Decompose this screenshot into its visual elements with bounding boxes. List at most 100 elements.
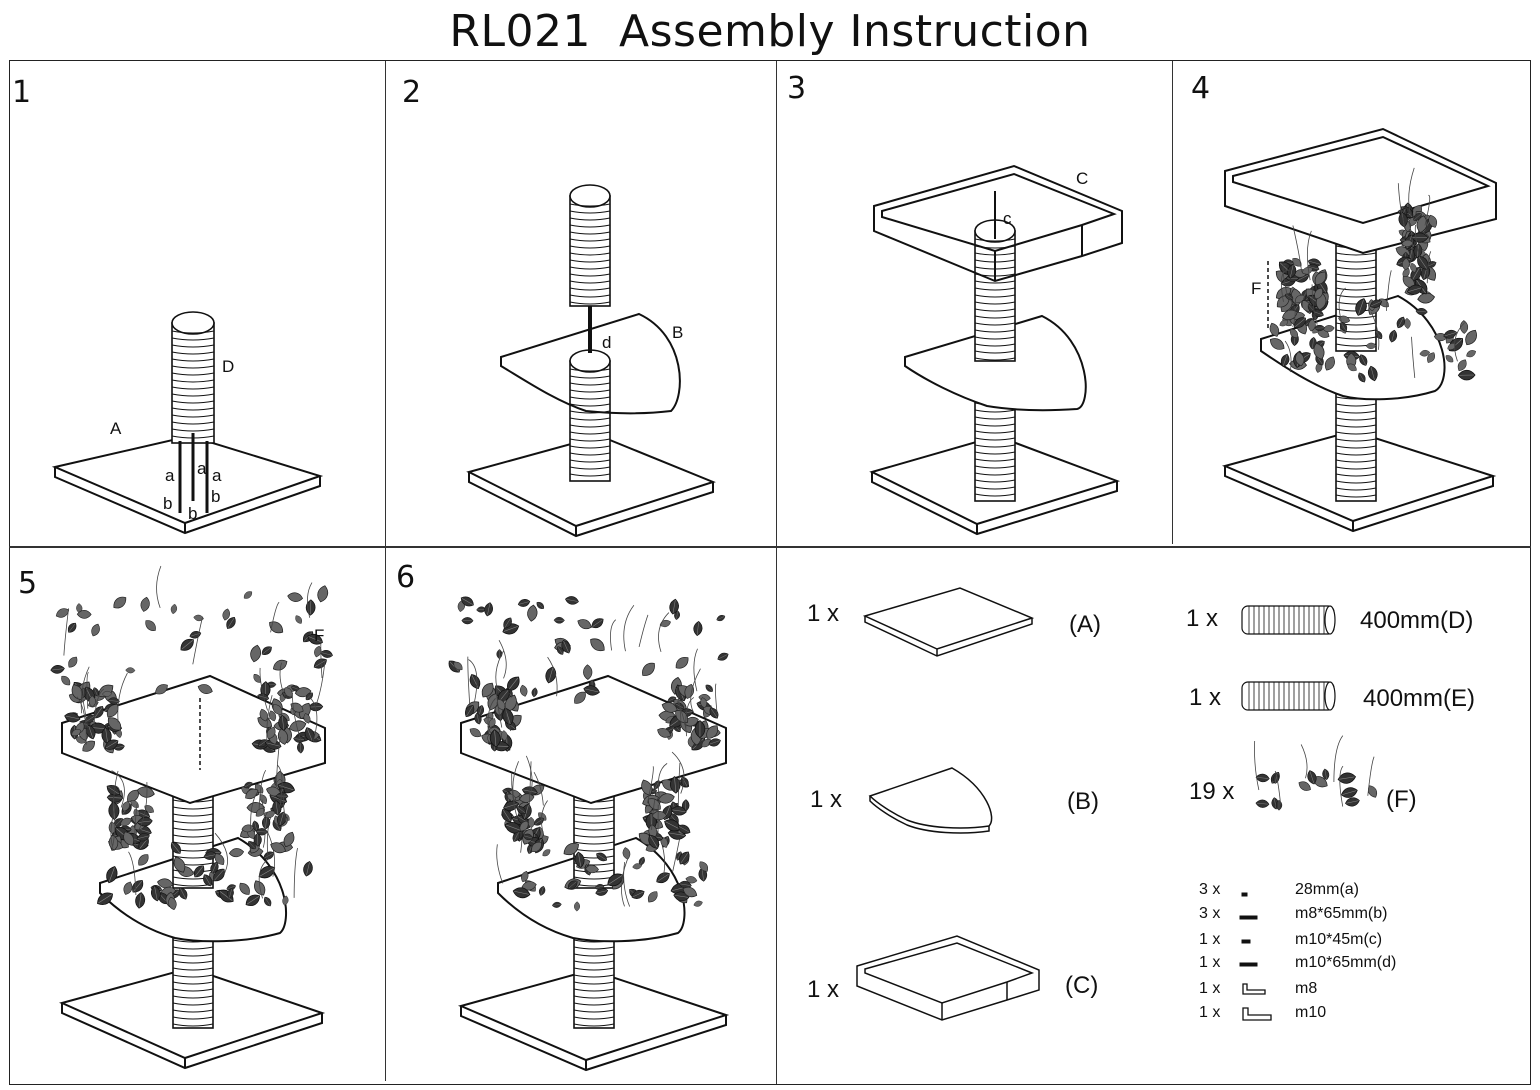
leaf-icon	[517, 597, 532, 609]
leaf-icon	[65, 620, 79, 635]
sisal-ring	[974, 444, 1016, 448]
sisal-ring	[569, 231, 611, 235]
vine-stem	[1397, 183, 1407, 231]
vine-stem	[487, 698, 496, 736]
sisal-ring	[569, 368, 611, 372]
sisal-ring	[974, 409, 1016, 413]
sisal-ring	[569, 203, 611, 207]
vine-stem	[511, 772, 518, 820]
step-5-drawing	[49, 565, 334, 1070]
sisal-ring	[569, 217, 611, 221]
sisal-ring	[1335, 273, 1377, 277]
sisal-ring	[172, 995, 214, 999]
vine-stem	[638, 614, 649, 648]
vine-stem	[1407, 218, 1413, 267]
parts-list-panel: 1 x (A) 1 x (B) 1 x (C) 1 x 400mm(D) 1 x…	[777, 548, 1531, 1083]
vine-stem	[1306, 230, 1312, 281]
shelf-b	[500, 312, 681, 415]
step-4-panel: 4 F	[1173, 61, 1531, 546]
label-d: d	[602, 333, 612, 352]
leaf-icon	[1464, 348, 1478, 359]
vine-stem	[134, 803, 138, 847]
sisal-ring	[569, 252, 611, 256]
hardware-qty: 1 x	[1199, 1004, 1221, 1021]
sisal-ring	[974, 430, 1016, 434]
top-box-c	[1224, 127, 1497, 255]
hardware-qty: 3 x	[1199, 881, 1221, 898]
part-qty: 1 x	[810, 786, 843, 813]
vine-stem	[258, 857, 270, 899]
sisal-ring	[569, 301, 611, 305]
sisal-ring	[974, 472, 1016, 476]
sisal-ring	[573, 827, 615, 831]
sisal-ring	[974, 343, 1016, 347]
hardware-name: 28mm(a)	[1295, 881, 1360, 898]
sisal-ring	[172, 827, 214, 831]
vine-stem	[1338, 287, 1346, 329]
vine-stem	[468, 659, 478, 703]
leaf-icon	[716, 650, 730, 663]
sisal-ring	[172, 981, 214, 985]
leaf-icon	[169, 603, 178, 615]
vine-stem	[138, 782, 148, 831]
vine-stem	[1286, 296, 1296, 328]
sisal-ring	[1335, 329, 1377, 333]
sisal-ring	[171, 358, 215, 362]
vine-stem	[307, 582, 313, 618]
vine-stem	[63, 608, 70, 656]
sisal-ring	[172, 946, 214, 950]
sisal-ring	[1335, 266, 1377, 270]
hardware-name: m8*65mm(b)	[1295, 905, 1388, 922]
leaf-icon	[1459, 320, 1469, 334]
vine-stem	[685, 697, 695, 729]
sisal-ring	[172, 834, 214, 838]
leaf-icon	[248, 643, 263, 664]
sisal-ring	[569, 424, 611, 428]
vine-stem	[671, 751, 685, 794]
sisal-ring	[171, 421, 215, 425]
sisal-ring	[1335, 487, 1377, 491]
vine-stem	[86, 671, 89, 709]
leaf-icon	[49, 664, 66, 675]
leaf-icon	[672, 653, 692, 672]
sisal-ring	[171, 400, 215, 404]
sisal-ring	[569, 389, 611, 393]
sisal-ring	[1335, 445, 1377, 449]
sisal-ring	[974, 336, 1016, 340]
parts-drawing	[856, 587, 1380, 1021]
sisal-ring	[573, 946, 615, 950]
part-name: (C)	[1065, 972, 1099, 999]
vine-stem	[93, 688, 105, 727]
vine-stem	[214, 832, 228, 873]
sisal-ring	[569, 210, 611, 214]
vine-stem	[1411, 336, 1416, 378]
leaf-icon	[319, 648, 334, 660]
step-number: 2	[402, 75, 422, 110]
leaf-icon	[703, 682, 715, 694]
sisal-ring	[569, 438, 611, 442]
step-number: 4	[1191, 71, 1211, 106]
leaf-icon	[582, 664, 593, 681]
sisal-ring	[1335, 315, 1377, 319]
vine-stem	[261, 799, 266, 848]
sisal-ring	[172, 953, 214, 957]
sisal-ring	[569, 466, 611, 470]
vine-stem	[621, 859, 628, 907]
leaf-icon	[526, 604, 539, 623]
leaf-icon	[530, 687, 539, 698]
square-base-icon	[862, 587, 1035, 657]
leaf-icon	[1255, 799, 1270, 809]
leaf-icon	[540, 847, 552, 859]
vine-stem	[623, 604, 635, 652]
vine-stem	[1284, 340, 1292, 373]
label-c-box: C	[1076, 169, 1089, 188]
leaf-icon	[553, 616, 565, 624]
vine-stem	[1424, 194, 1431, 226]
sisal-ring	[171, 407, 215, 411]
sisal-ring	[1335, 431, 1377, 435]
vine-stem	[279, 662, 286, 697]
sisal-ring	[1335, 287, 1377, 291]
sisal-ring	[569, 382, 611, 386]
divider	[385, 61, 386, 1081]
sisal-ring	[974, 451, 1016, 455]
